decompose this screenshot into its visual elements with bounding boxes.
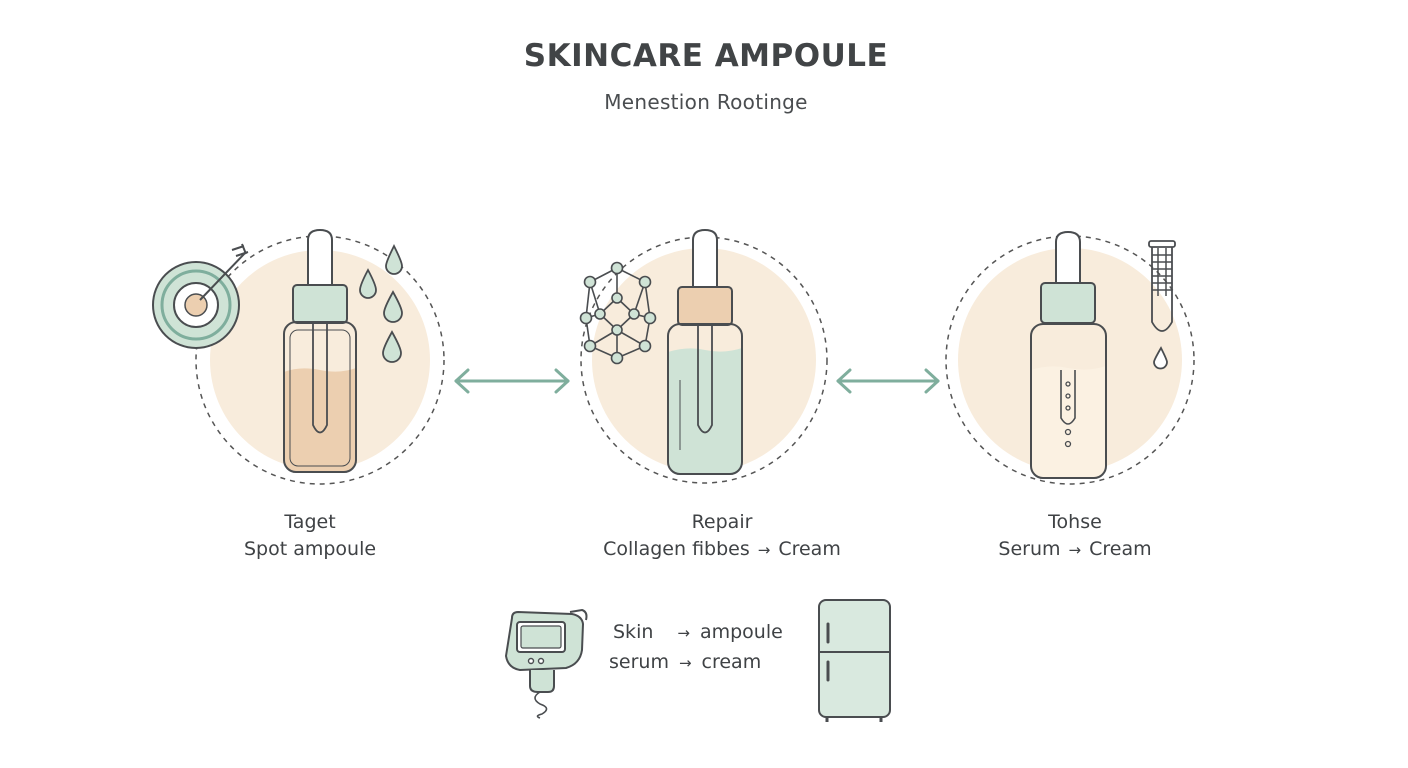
step-3-to: Cream	[1089, 538, 1152, 560]
step-2-illustration	[579, 228, 828, 484]
step-1-description: Spot ampoule	[243, 538, 377, 560]
step-3-label: Tohse Serum → Cream	[975, 509, 1175, 564]
test-tube-icon	[1148, 240, 1176, 370]
step-3-from: Serum	[998, 538, 1061, 560]
legend-row-1-from: Skin	[613, 621, 654, 643]
step-2-to: Cream	[778, 538, 841, 560]
droplets-icon	[359, 243, 403, 363]
arrow-glyph: →	[678, 654, 692, 672]
page-title: SKINCARE AMPOULE	[523, 38, 889, 74]
page-subtitle: Menestion Rootinge	[604, 90, 808, 114]
dropper-bottle-icon	[667, 228, 743, 475]
arrow-glyph: →	[1068, 541, 1082, 559]
arrow-glyph: →	[757, 541, 771, 559]
double-arrow-icon	[836, 368, 940, 394]
step-2-description: Collagen fibbes → Cream	[582, 536, 862, 564]
step-3-illustration	[945, 230, 1195, 485]
target-icon	[152, 243, 249, 349]
legend-row-2: serum → cream	[609, 651, 761, 673]
double-arrow-icon	[454, 368, 570, 394]
step-2-dashed-ring	[580, 236, 828, 484]
legend-row-1: Skin → ampoule	[613, 621, 783, 643]
step-1-background-circle	[210, 250, 430, 470]
step-1-illustration	[152, 228, 445, 485]
step-3-heading: Tohse	[1048, 511, 1102, 533]
arrow-glyph: →	[677, 624, 690, 642]
step-3-background-circle	[958, 248, 1182, 472]
legend-row-1-to: ampoule	[699, 621, 783, 643]
step-2-heading: Repair	[691, 511, 753, 533]
step-1-heading: Taget	[284, 511, 336, 533]
dropper-bottle-icon	[1030, 230, 1107, 479]
legend-row-2-from: serum	[609, 651, 669, 673]
step-1-label: Taget Spot ampoule	[230, 509, 390, 563]
step-2-label: Repair Collagen fibbes → Cream	[582, 509, 862, 564]
legend-row-2-to: cream	[701, 651, 762, 673]
handheld-device-icon	[504, 608, 588, 719]
molecule-icon	[579, 261, 657, 365]
step-2-from: Collagen fibbes	[603, 538, 750, 560]
dropper-bottle-icon	[283, 228, 357, 473]
refrigerator-icon	[818, 599, 891, 722]
step-3-description: Serum → Cream	[975, 536, 1175, 564]
